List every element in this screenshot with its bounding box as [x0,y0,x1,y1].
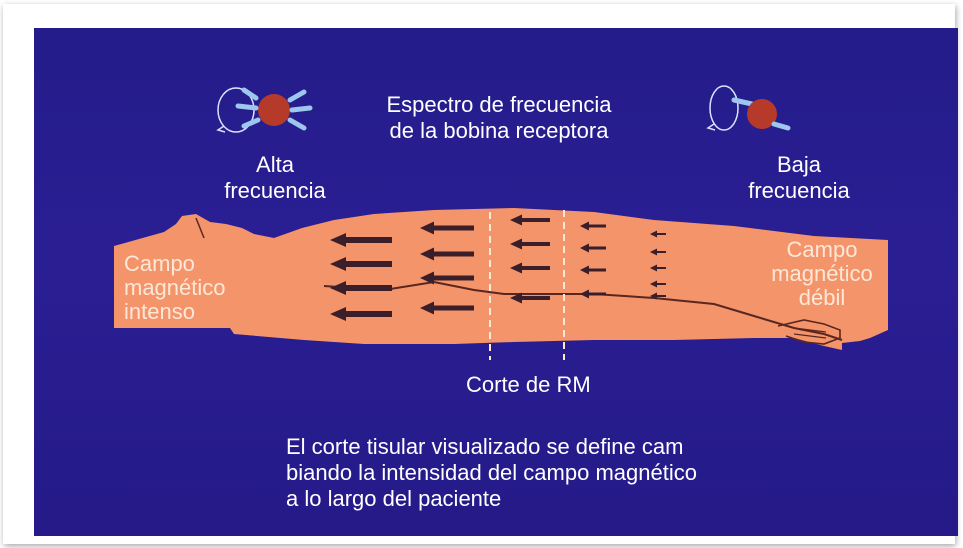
caption-line-2: biando la intensidad del campo magnético [286,460,697,486]
high-frequency-line-1: Alta [200,152,350,178]
caption-line-3: a lo largo del paciente [286,486,697,512]
strong-field-label: Campo magnético intenso [124,252,226,324]
slide-frame: Espectro de frecuencia de la bobina rece… [3,4,955,544]
high-frequency-spin-icon [218,88,310,132]
caption: El corte tisular visualizado se define c… [286,434,697,512]
low-frequency-spin-icon [708,86,788,130]
strong-field-line-3: intenso [124,300,226,324]
diagram-title: Espectro de frecuencia de la bobina rece… [334,92,664,144]
weak-field-line-3: débil [762,286,882,310]
slice-label: Corte de RM [466,372,591,398]
caption-line-1: El corte tisular visualizado se define c… [286,434,697,460]
title-line-2: de la bobina receptora [334,118,664,144]
mri-slide: Espectro de frecuencia de la bobina rece… [34,28,958,536]
low-frequency-label: Baja frecuencia [724,152,874,204]
weak-field-line-1: Campo [762,238,882,262]
weak-field-line-2: magnético [762,262,882,286]
low-frequency-line-2: frecuencia [724,178,874,204]
high-frequency-line-2: frecuencia [200,178,350,204]
weak-field-label: Campo magnético débil [762,238,882,310]
low-frequency-line-1: Baja [724,152,874,178]
strong-field-line-1: Campo [124,252,226,276]
strong-field-line-2: magnético [124,276,226,300]
high-frequency-label: Alta frecuencia [200,152,350,204]
title-line-1: Espectro de frecuencia [334,92,664,118]
